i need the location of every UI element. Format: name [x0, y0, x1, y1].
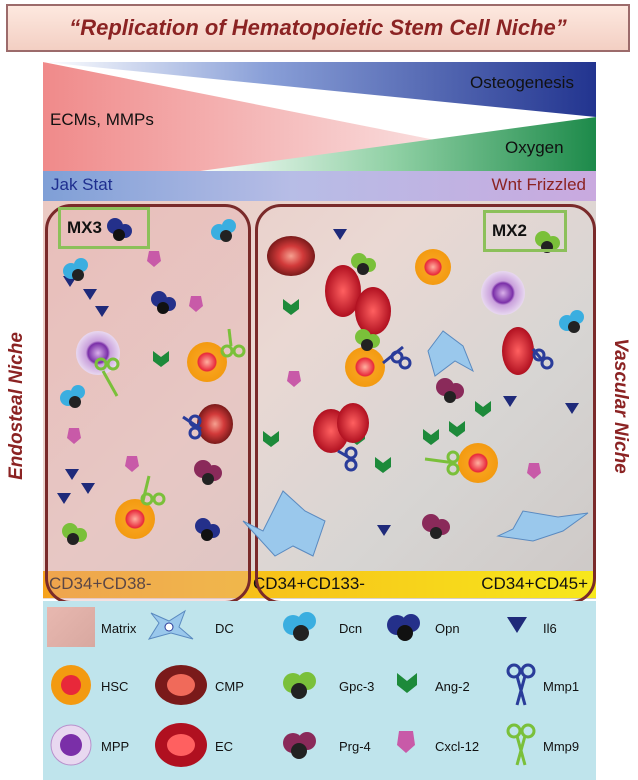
mpp-cell — [481, 271, 525, 315]
ang2-chevron — [153, 351, 169, 367]
mmp1-scissors — [337, 345, 554, 472]
ec-cell-icon — [155, 723, 207, 767]
prg4-protein — [422, 378, 464, 539]
legend-label: Gpc-3 — [339, 679, 375, 694]
legend-label: Mmp9 — [543, 739, 580, 754]
cmp-cell — [197, 404, 233, 444]
mx2-box: MX2 — [483, 210, 567, 252]
mx2-label: MX2 — [492, 221, 527, 240]
gpc3-protein-icon — [283, 672, 316, 699]
hsc-cell — [415, 249, 451, 285]
marker-cd34-cd45: CD34+CD45+ — [481, 574, 588, 593]
mmp1-scissors-icon — [506, 663, 536, 706]
legend-label: Matrix — [101, 621, 137, 636]
cxcl12-pentagon-icon — [397, 731, 415, 753]
ang2-chevron-icon — [397, 673, 417, 693]
diagram-title: “Replication of Hematopoietic Stem Cell … — [69, 15, 567, 40]
dcn-protein-icon — [283, 612, 316, 641]
ecm-label: ECMs, MMPs — [50, 110, 154, 129]
cmp-cell — [267, 236, 315, 276]
gradient-wedges — [43, 62, 596, 172]
dc-cell — [242, 330, 589, 557]
legend-label: MPP — [101, 739, 130, 754]
mmp9-scissors — [94, 328, 246, 506]
prg4-protein — [194, 460, 222, 485]
opn-protein — [107, 218, 220, 541]
mx3-box: MX3 — [58, 207, 150, 249]
dc-cell-icon — [147, 609, 194, 640]
legend-label: DC — [215, 621, 234, 636]
legend-label: Prg-4 — [339, 739, 371, 754]
oxygen-label: Oxygen — [505, 138, 564, 157]
mmp9-scissors — [424, 450, 460, 476]
dcn-protein — [559, 310, 584, 333]
legend-label: HSC — [101, 679, 129, 694]
osteogenesis-wedge — [43, 62, 596, 117]
title-banner: “Replication of Hematopoietic Stem Cell … — [6, 4, 630, 52]
osteogenesis-label: Osteogenesis — [470, 73, 574, 92]
prg4-protein-icon — [283, 732, 316, 759]
opn-protein-icon — [387, 614, 420, 641]
gpc3-protein — [62, 523, 87, 545]
wnt-frizzled-label: Wnt Frizzled — [491, 175, 586, 194]
cmp-cell-icon — [155, 665, 207, 705]
mx3-label: MX3 — [67, 218, 102, 237]
hsc-cell — [345, 347, 385, 387]
cxcl12-pentagon — [67, 251, 203, 472]
legend-panel: Matrix DC Dcn Opn Il6 HSC CMP Gpc-3 Ang-… — [43, 601, 596, 780]
ec-cell — [313, 265, 534, 453]
dcn-protein — [60, 219, 236, 408]
hsc-cell — [187, 342, 227, 382]
gpc3-protein — [351, 231, 560, 351]
jak-stat-label: Jak Stat — [51, 175, 113, 194]
mmp9-scissors-icon — [506, 723, 536, 766]
marker-cd34-cd38: CD34+CD38- — [49, 574, 152, 593]
hsc-cell — [115, 499, 155, 539]
endosteal-niche-label: Endosteal Niche — [6, 332, 27, 480]
mmp1-scissors — [182, 414, 202, 440]
hsc-cell — [458, 443, 498, 483]
il6-triangle — [333, 229, 579, 536]
legend-label: EC — [215, 739, 234, 754]
legend-label: Opn — [435, 621, 460, 636]
matrix-swatch — [47, 607, 95, 647]
signaling-bar: Jak Stat Wnt Frizzled — [43, 171, 596, 201]
mpp-cell-icon — [50, 724, 92, 766]
legend-label: Il6 — [543, 621, 557, 636]
oxygen-wedge — [193, 117, 596, 172]
niche-illustration — [57, 218, 589, 557]
legend-label: Mmp1 — [543, 679, 580, 694]
vascular-niche-label: Vascular Niche — [610, 338, 631, 474]
legend-label: Ang-2 — [435, 679, 470, 694]
hsc-cell-icon — [51, 665, 91, 705]
legend-label: Dcn — [339, 621, 363, 636]
legend-label: CMP — [215, 679, 244, 694]
il6-triangle-icon — [507, 617, 527, 633]
legend-label: Cxcl-12 — [435, 739, 480, 754]
cxcl12-pentagon — [287, 299, 541, 479]
